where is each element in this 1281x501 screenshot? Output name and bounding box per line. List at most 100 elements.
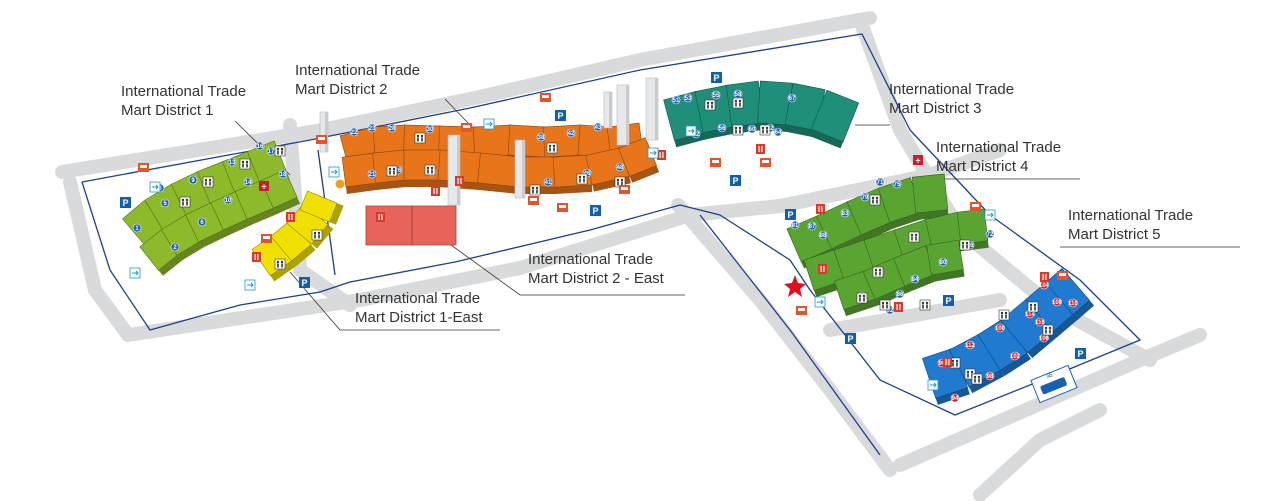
restroom-icon-figure bbox=[426, 166, 430, 170]
restroom-icon-body bbox=[314, 234, 316, 239]
restaurant-icon-knife bbox=[761, 146, 763, 152]
gate-number: 67 bbox=[789, 96, 796, 102]
gate-number: 87 bbox=[809, 224, 816, 230]
district-1-back-block bbox=[260, 169, 298, 209]
district-1-gate-5: 5 bbox=[160, 198, 170, 208]
parking-icon-letter: P bbox=[732, 176, 738, 186]
restroom-icon-7 bbox=[546, 142, 558, 154]
gate-circle bbox=[938, 257, 948, 267]
restroom-icon-figure bbox=[965, 241, 969, 245]
restaurant-icon-bg bbox=[431, 186, 440, 196]
restroom-icon-bg bbox=[202, 176, 214, 188]
label-district-3-line-1: International Trade bbox=[889, 81, 1015, 98]
gate-number: 13 bbox=[229, 160, 236, 166]
restaurant-icon-bg bbox=[657, 150, 666, 160]
label-district-1[interactable]: International Trade Mart District 1 bbox=[121, 82, 246, 120]
gate-number: 64 bbox=[775, 130, 782, 136]
district-1-gate-1: 1 bbox=[132, 223, 142, 233]
label-district-2[interactable]: International Trade Mart District 2 bbox=[295, 61, 420, 99]
gate-circle bbox=[536, 132, 546, 142]
compass-icon bbox=[335, 179, 345, 189]
restaurant-icon-5 bbox=[431, 186, 440, 196]
gate-circle bbox=[892, 179, 902, 189]
label-district-4[interactable]: International Trade Mart District 4 bbox=[936, 138, 1061, 176]
parking-icon-2: P bbox=[299, 277, 310, 288]
restroom-icon-body bbox=[417, 137, 419, 142]
district-2-gate-41: 41 bbox=[543, 177, 553, 187]
district-4-gate-83: 83 bbox=[840, 208, 850, 218]
gate-number: 30 bbox=[427, 127, 434, 133]
bus-stop-icon-window bbox=[263, 236, 270, 239]
gate-circle bbox=[1035, 317, 1045, 327]
gate-circle bbox=[367, 169, 377, 179]
restroom-icon-figure bbox=[420, 134, 424, 138]
gate-number: 92 bbox=[887, 308, 894, 314]
label-district-1-east[interactable]: International Trade Mart District 1-East bbox=[355, 289, 483, 327]
tower-shade bbox=[325, 112, 328, 152]
restroom-icon-bg bbox=[872, 266, 884, 278]
gate-circle bbox=[1010, 351, 1020, 361]
parking-icon-bg bbox=[943, 295, 954, 306]
exit-icon-arrow bbox=[987, 212, 994, 218]
restroom-icon-body bbox=[205, 181, 207, 186]
bus-stop-icon-9 bbox=[760, 158, 771, 167]
restaurant-icon-fork bbox=[758, 146, 760, 152]
restaurant-icon-fork bbox=[378, 214, 380, 220]
restroom-icon-figure bbox=[1029, 303, 1033, 307]
gate-circle bbox=[807, 221, 817, 231]
gate-number: 71 bbox=[877, 180, 884, 186]
label-district-4-line-2: Mart District 4 bbox=[936, 158, 1029, 175]
district-1-gate-16: 16 bbox=[255, 141, 265, 151]
parking-icon-bg bbox=[1075, 348, 1086, 359]
restroom-icon-bg bbox=[732, 124, 744, 136]
district-3-gate-58: 58 bbox=[733, 89, 743, 99]
district-2-gate-43: 43 bbox=[593, 122, 603, 132]
restroom-icon-body bbox=[549, 147, 551, 152]
gate-number: 60 bbox=[749, 127, 756, 133]
restroom-icon-body bbox=[978, 378, 980, 383]
gate-number: 116 bbox=[1035, 320, 1045, 326]
restroom-icon-body bbox=[532, 189, 534, 194]
bus-stop-icon-window bbox=[972, 204, 979, 207]
bus-stop-icon-window bbox=[1059, 273, 1066, 276]
exit-icon-arrow bbox=[650, 150, 657, 156]
label-district-2-east[interactable]: International Trade Mart District 2 - Ea… bbox=[528, 250, 664, 288]
restroom-icon-body bbox=[579, 178, 581, 183]
parking-icon-10: P bbox=[1075, 348, 1086, 359]
label-district-5[interactable]: International Trade Mart District 5 bbox=[1068, 206, 1193, 244]
bus-stop-icon-window bbox=[530, 198, 537, 201]
gate-circle bbox=[895, 289, 905, 299]
road-3 bbox=[121, 199, 787, 342]
gate-number: 6 bbox=[200, 220, 204, 226]
restroom-icon-figure bbox=[578, 175, 582, 179]
restroom-icon-figure bbox=[392, 167, 396, 171]
label-district-3[interactable]: International Trade Mart District 3 bbox=[889, 80, 1014, 118]
gate-number: 1 bbox=[135, 226, 139, 232]
gate-number: 83 bbox=[842, 211, 849, 217]
gate-number: 51 bbox=[673, 98, 680, 104]
restaurant-icon-fork bbox=[254, 254, 256, 260]
gate-number: 18 bbox=[280, 172, 287, 178]
district-5-gate-100: 100 bbox=[995, 323, 1006, 333]
restroom-icon-body bbox=[966, 244, 968, 249]
district-2-gate-38: 38 bbox=[536, 132, 546, 142]
restaurant-icon-bg bbox=[818, 264, 827, 274]
tower-shade bbox=[457, 135, 460, 205]
restroom-icon-figure bbox=[921, 301, 925, 305]
gate-circle bbox=[747, 124, 757, 134]
exit-icon-arrow bbox=[331, 169, 338, 175]
restaurant-icon-fork bbox=[820, 266, 822, 272]
restroom-icon-body bbox=[739, 129, 741, 134]
restaurant-icon-knife bbox=[436, 188, 438, 194]
restroom-icon-figure bbox=[973, 375, 977, 379]
restaurant-icon-knife bbox=[1045, 274, 1047, 280]
tower-5 bbox=[319, 111, 329, 153]
first-aid-icon-bg bbox=[259, 181, 269, 191]
district-5-gate-110: 110 bbox=[1068, 298, 1078, 308]
gate-circle bbox=[425, 124, 435, 134]
district-5-gate-116: 116 bbox=[1035, 317, 1045, 327]
restroom-icon-body bbox=[277, 263, 279, 268]
bus-stop-icon-3 bbox=[461, 123, 472, 132]
exit-icon-4 bbox=[483, 118, 495, 130]
